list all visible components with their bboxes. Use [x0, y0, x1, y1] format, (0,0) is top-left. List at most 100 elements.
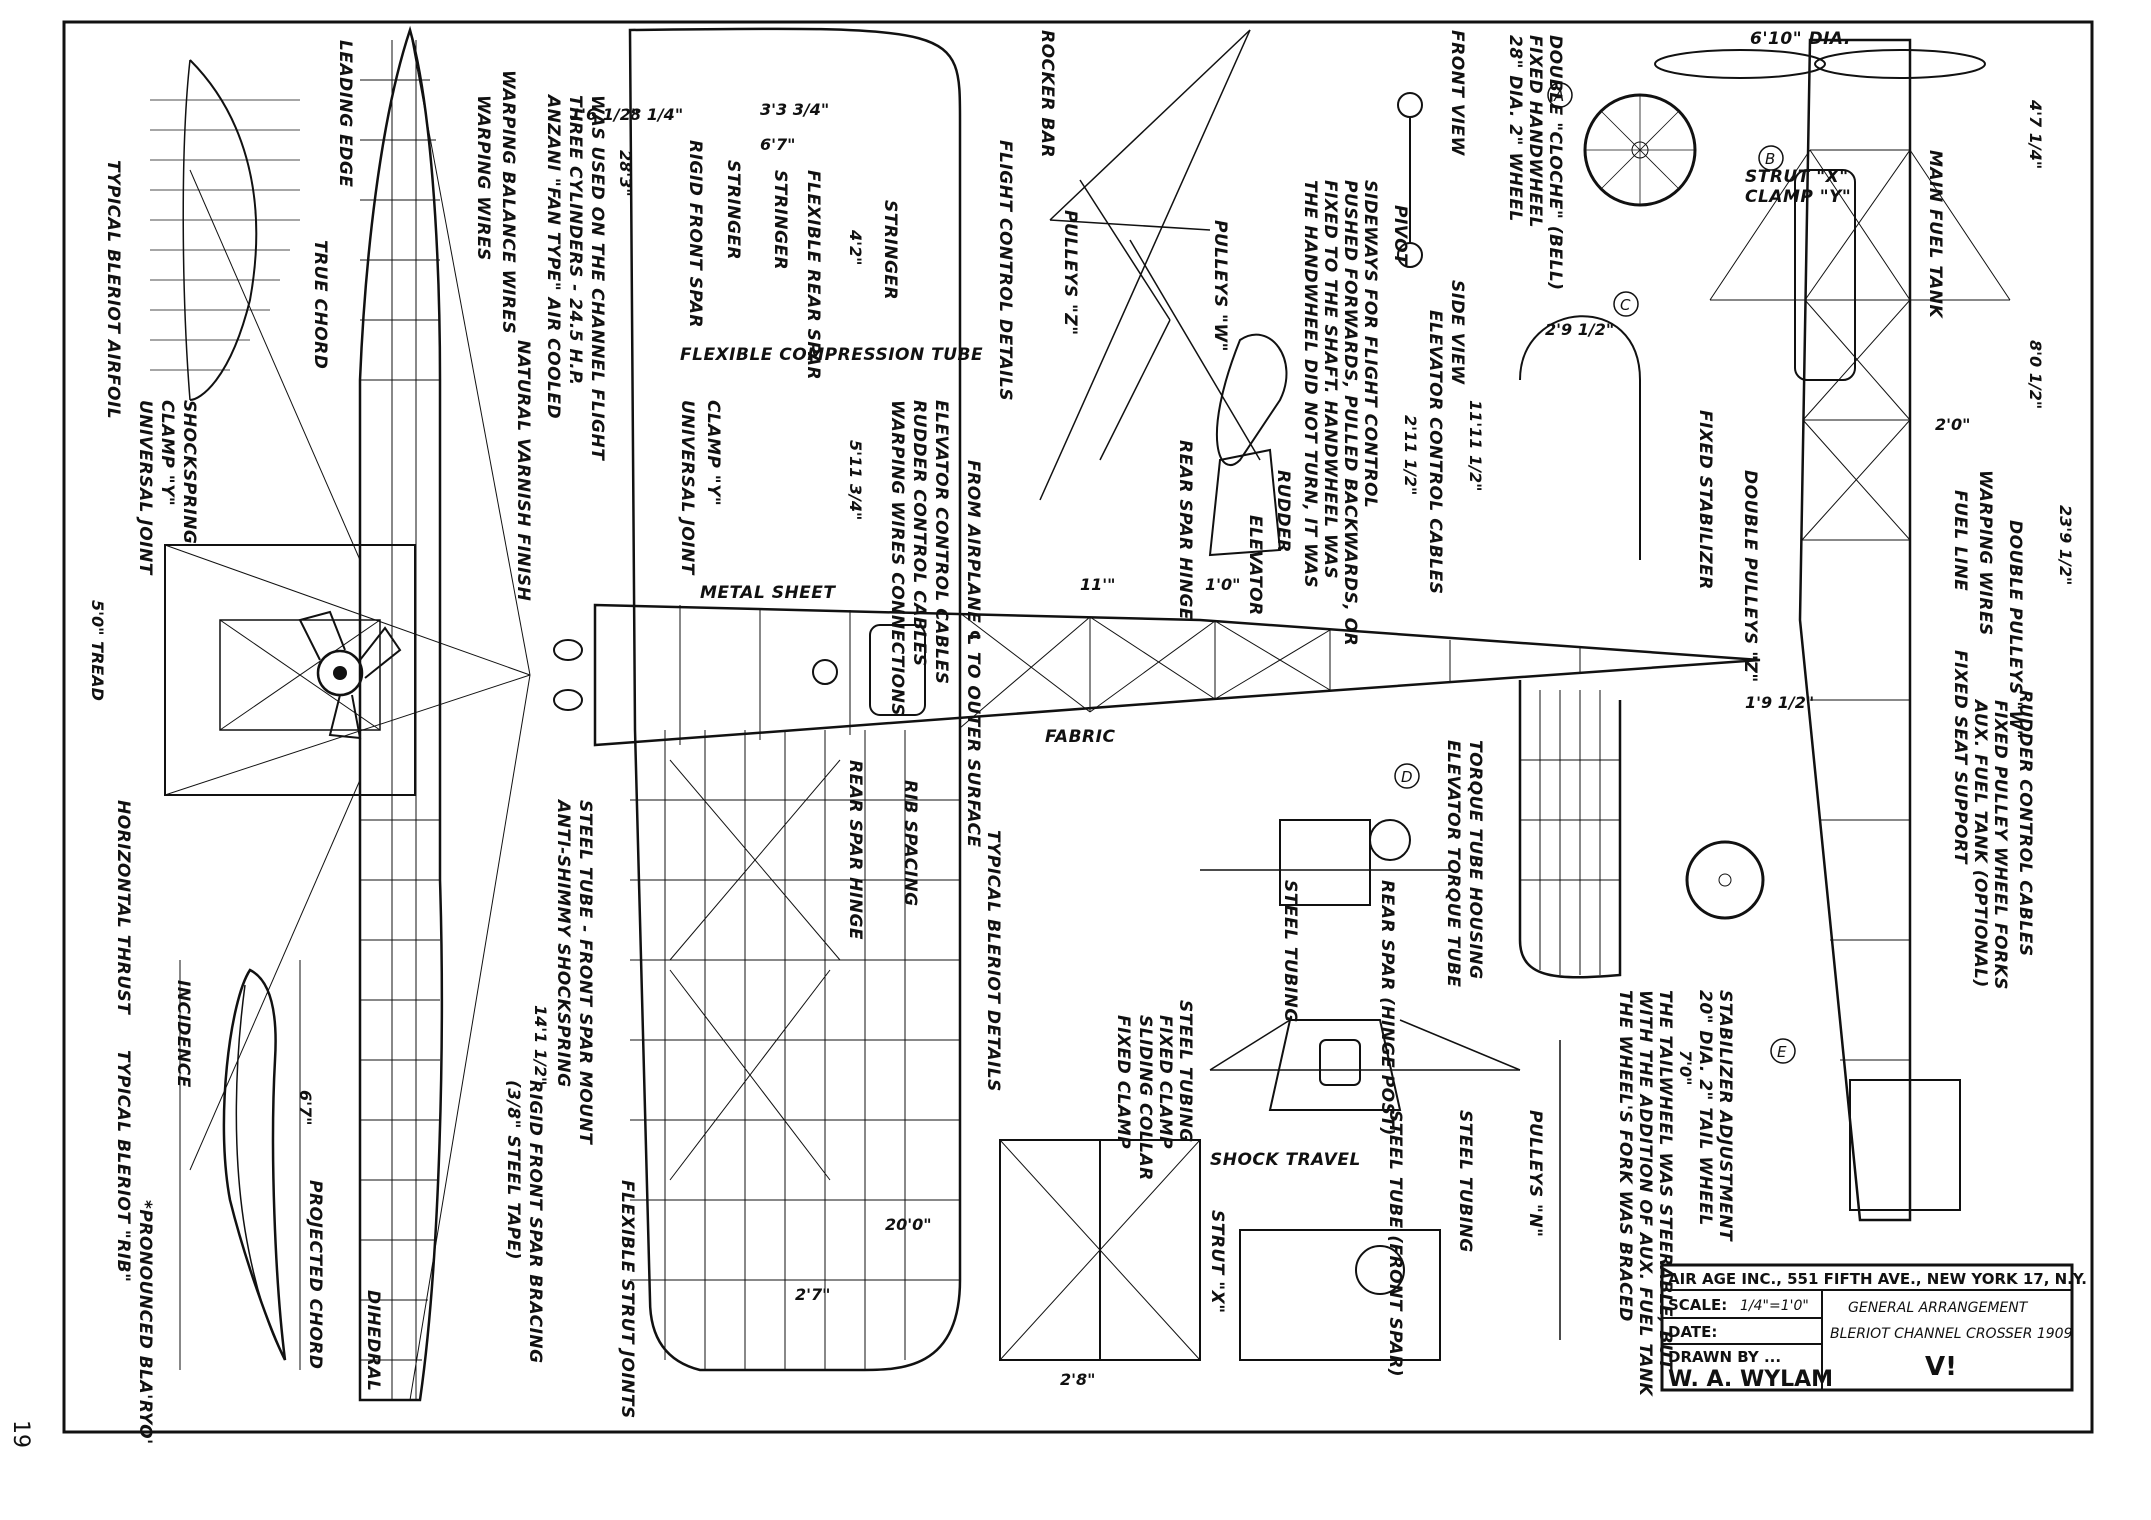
tail-plan-view — [1518, 315, 1641, 979]
label-fixed-handwheel: FIXED HANDWHEEL — [1525, 35, 1545, 228]
label-steel-tubing-3: STEEL TUBING — [1455, 1110, 1475, 1253]
label-tailwheel-note-1: THE TAILWHEEL WAS STEERABLE, BUT — [1655, 990, 1675, 1371]
label-clamp-y-3: CLAMP "Y" — [157, 400, 177, 506]
label-rear-spar-post: REAR SPAR (HINGE POST) — [1377, 880, 1397, 1136]
label-anzani-3: WAS USED ON THE CHANNEL FLIGHT — [587, 95, 607, 461]
label-shockspring: SHOCKSPRING — [179, 400, 199, 544]
label-warping-wires: WARPING WIRES — [473, 95, 493, 261]
label-typical-rib: TYPICAL BLERIOT "RIB" — [113, 1050, 133, 1282]
label-pulley-wheel-forks: FIXED PULLEY WHEEL FORKS — [1990, 700, 2010, 990]
label-side-view: SIDE VIEW — [1447, 280, 1467, 385]
label-clamp-y: CLAMP "Y" — [703, 400, 723, 506]
dim-20: 1'9 1/2" — [1745, 693, 1814, 712]
label-anzani-1: ANZANI "FAN TYPE" AIR COOLED — [543, 93, 563, 419]
detail-mark-e: E — [1777, 1043, 1787, 1061]
title-scale-value: 1/4"=1'0" — [1740, 1298, 1809, 1314]
side-view — [1583, 38, 2011, 1222]
label-flexible-strut-joints: FLEXIBLE STRUT JOINTS — [617, 1180, 637, 1419]
title-drawn-by: W. A. WYLAM — [1668, 1367, 1833, 1392]
label-incidence: INCIDENCE — [173, 980, 193, 1088]
label-aux-fuel-tank: AUX. FUEL TANK (OPTIONAL) — [1970, 698, 1990, 988]
label-elevator: ELEVATOR — [1245, 515, 1265, 616]
label-tail-wheel: 20" DIA. 2" TAIL WHEEL — [1695, 990, 1715, 1226]
vertical-annotations: TYPICAL BLERIOT AIRFOIL TRUE CHORD LEADI… — [88, 30, 2035, 1445]
label-rear-spar-hinge: REAR SPAR HINGE — [1175, 440, 1195, 620]
label-double-pulleys-w: DOUBLE PULLEYS "W" — [2005, 520, 2025, 739]
label-pulleys-w: PULLEYS "W" — [1210, 220, 1230, 352]
label-fuel-line: FUEL LINE — [1950, 490, 1970, 591]
label-prop-dia: 6'10" DIA. — [1750, 29, 1851, 49]
dim-7: 11'" — [1080, 575, 1116, 594]
detail-mark-d: D — [1401, 768, 1413, 786]
label-dihedral: DIHEDRAL — [363, 1290, 383, 1391]
label-handwheel-note-3: PUSHED FORWARDS, PULLED BACKWARDS, OR — [1340, 180, 1360, 646]
label-from-airplane: FROM AIRPLANE ℄ TO OUTER SURFACE — [963, 460, 983, 848]
dim-1: 6'7" — [760, 135, 796, 154]
label-main-fuel-tank: MAIN FUEL TANK — [1925, 150, 1945, 319]
title-name: BLERIOT CHANNEL CROSSER 1909 — [1830, 1326, 2073, 1342]
label-warping-balance-wires: WARPING BALANCE WIRES — [498, 70, 518, 334]
label-flexible-rear-spar: FLEXIBLE REAR SPAR — [803, 170, 823, 380]
title-publisher: AIR AGE INC., 551 FIFTH AVE., NEW YORK 1… — [1668, 1270, 2087, 1288]
label-torque-housing: TORQUE TUBE HOUSING — [1465, 740, 1485, 980]
dim-11: 2'9 1/2" — [1545, 320, 1614, 339]
label-horizontal-thrust: HORIZONTAL THRUST — [113, 800, 133, 1015]
dim-9: 2'11 1/2" — [1401, 415, 1420, 495]
label-fixed-clamp-2: FIXED CLAMP — [1113, 1015, 1133, 1149]
label-double-cloche: DOUBLE "CLOCHE" (BELL) — [1545, 35, 1565, 291]
label-stabilizer-adjustment: STABILIZER ADJUSTMENT — [1715, 990, 1735, 1242]
label-tailwheel-note-2: WITH THE ADDITION OF AUX. FUEL TANK — [1635, 990, 1655, 1398]
label-clamp-y-2: CLAMP "Y" — [1745, 187, 1851, 207]
label-handwheel-note-2: FIXED TO THE SHAFT. HANDWHEEL WAS — [1320, 180, 1340, 579]
dim-19: 2'0" — [1935, 415, 1971, 434]
label-rigid-front-spar: RIGID FRONT SPAR — [685, 140, 705, 328]
dim-tread: 5'0" TREAD — [88, 600, 107, 701]
label-steel-tape: (3/8" STEEL TAPE) — [503, 1080, 523, 1260]
label-steel-tube-mount: STEEL TUBE - FRONT SPAR MOUNT — [575, 800, 595, 1145]
label-shock-travel: SHOCK TRAVEL — [1210, 1150, 1361, 1170]
label-natural-varnish: NATURAL VARNISH FINISH — [513, 340, 533, 601]
label-typical-airfoil: TYPICAL BLERIOT AIRFOIL — [103, 160, 123, 419]
label-pulleys-n: PULLEYS "N" — [1525, 1110, 1545, 1237]
label-steel-tube-front: STEEL TUBE (FRONT SPAR) — [1385, 1110, 1405, 1377]
title-scale-label: SCALE: — [1668, 1296, 1727, 1314]
label-stringer-1: STRINGER — [723, 160, 743, 260]
label-warping-wires-connections: WARPING WIRES CONNECTIONS — [887, 400, 907, 716]
label-rudder-control-cables: RUDDER CONTROL CABLES — [909, 400, 929, 667]
title-block: AIR AGE INC., 551 FIFTH AVE., NEW YORK 1… — [1660, 1263, 2087, 1392]
flight-control-diagram — [1039, 29, 1423, 557]
label-rocker-bar: ROCKER BAR — [1037, 30, 1057, 158]
dim-16: 2'7" — [795, 1285, 831, 1304]
label-rigid-bracing: RIGID FRONT SPAR BRACING — [525, 1080, 545, 1364]
label-handwheel-note-4: SIDEWAYS FOR FLIGHT CONTROL — [1360, 180, 1380, 508]
dim-21: 8'0 1/2" — [2026, 340, 2045, 409]
label-elevator-control-2: ELEVATOR CONTROL CABLES — [1425, 310, 1445, 594]
dim-10: 11'11 1/2" — [1466, 400, 1485, 491]
dim-15: 6'7" — [296, 1090, 315, 1126]
label-fixed-clamp-1: FIXED CLAMP — [1155, 1015, 1175, 1149]
label-fixed-seat-support: FIXED SEAT SUPPORT — [1950, 650, 1970, 865]
wing-half-plan — [628, 27, 962, 1372]
dim-8: 1'0" — [1205, 575, 1241, 594]
dim-13: 7'0" — [1676, 1050, 1695, 1086]
dim-5: 4'2" — [846, 229, 865, 266]
dim-22: 4'7 1/4" — [2026, 99, 2045, 169]
title-date-label: DATE: — [1668, 1323, 1717, 1341]
dim-14: 14'1 1/2" — [531, 1005, 550, 1085]
label-strut-x: STRUT "X" — [1207, 1210, 1227, 1314]
dim-span: 28'3" — [616, 150, 635, 197]
label-fixed-stabilizer: FIXED STABILIZER — [1695, 410, 1715, 590]
label-stringer-3: STRINGER — [880, 200, 900, 300]
label-steel-tubing-2: STEEL TUBING — [1175, 1000, 1195, 1143]
detail-mark-a: A — [1553, 87, 1564, 105]
label-projected-chord: PROJECTED CHORD — [305, 1180, 325, 1370]
dim-4: 8 1/4" — [630, 105, 683, 124]
label-true-chord: TRUE CHORD — [310, 240, 330, 369]
title-drawn-by-label: DRAWN BY ... — [1668, 1348, 1781, 1366]
label-strut-x-2: STRUT "X" — [1745, 167, 1849, 187]
detail-marks: A B C D E — [1394, 82, 1796, 1064]
label-universal-joint: UNIVERSAL JOINT — [677, 400, 697, 576]
label-flight-control-details: FLIGHT CONTROL DETAILS — [995, 140, 1015, 401]
label-warping-wires-2: WARPING WIRES — [1975, 470, 1995, 636]
label-double-pulleys-z: DOUBLE PULLEYS "Z" — [1740, 470, 1760, 683]
